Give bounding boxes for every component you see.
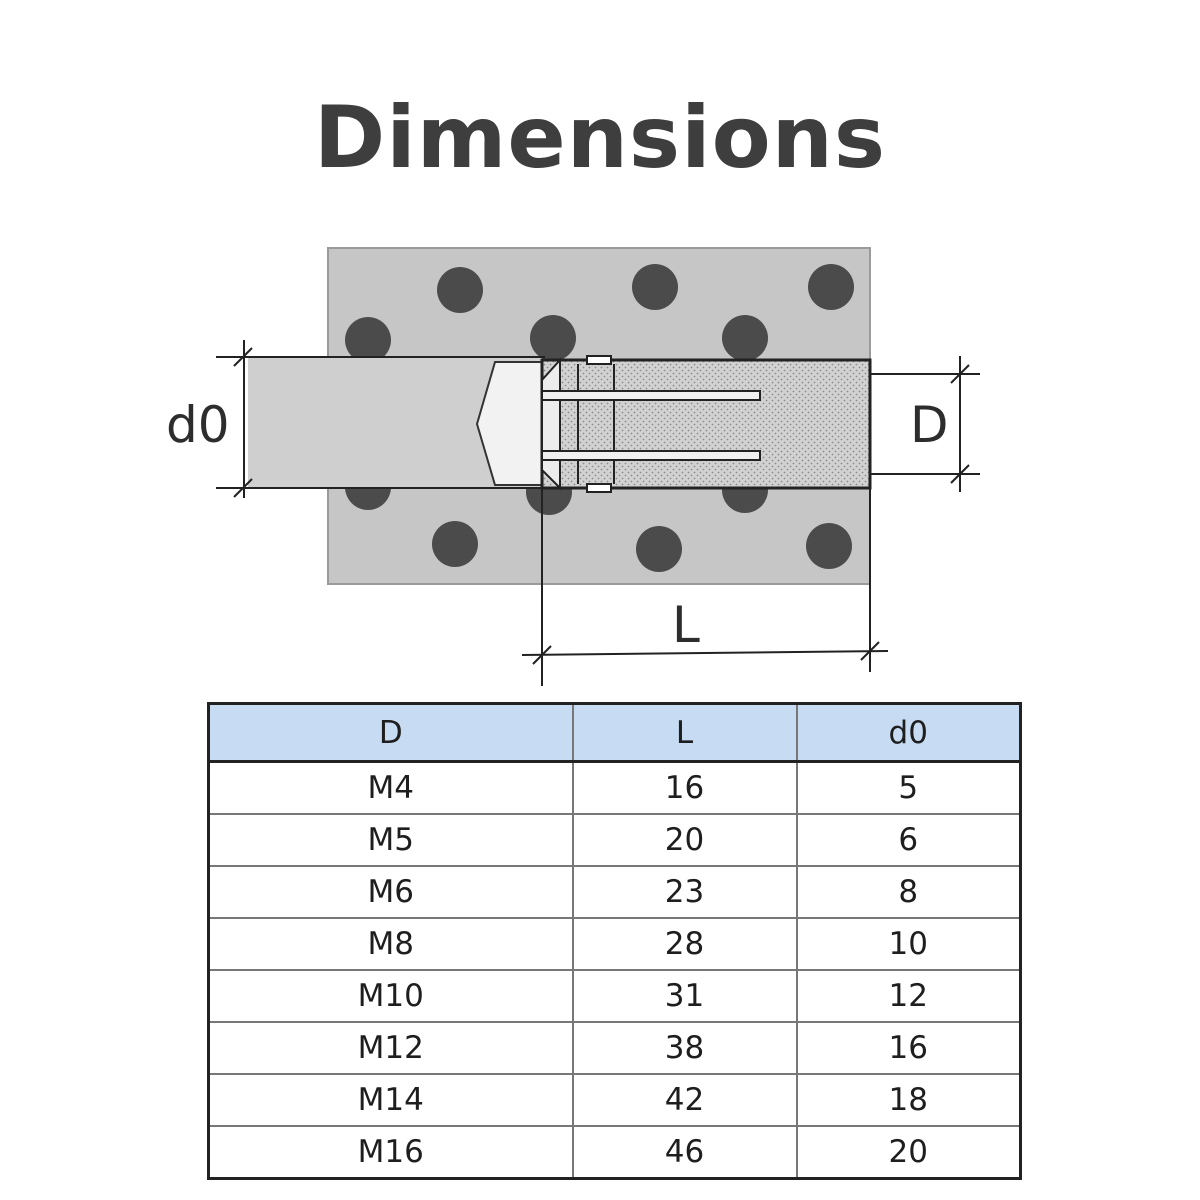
table-row: M12 38 16 bbox=[207, 1021, 1022, 1075]
aggregate-dot bbox=[636, 526, 682, 572]
cell-D: M14 bbox=[207, 1073, 574, 1127]
cell-d0: 6 bbox=[795, 813, 1022, 867]
anchor-diagram: d0 D L bbox=[166, 247, 980, 686]
table-row: M16 46 20 bbox=[207, 1125, 1022, 1180]
label-d0: d0 bbox=[166, 396, 230, 454]
cell-L: 20 bbox=[571, 813, 798, 867]
table-header-row: D L d0 bbox=[207, 702, 1022, 763]
cell-D: M4 bbox=[207, 760, 574, 815]
cell-d0: 8 bbox=[795, 865, 1022, 919]
column-header-L: L bbox=[571, 702, 798, 763]
cell-L: 31 bbox=[571, 969, 798, 1023]
dimensions-table: D L d0 M4 16 5 M5 20 6 M6 23 8 M8 28 10 … bbox=[207, 702, 1022, 1180]
cell-d0: 16 bbox=[795, 1021, 1022, 1075]
aggregate-dot bbox=[722, 315, 768, 361]
table-row: M5 20 6 bbox=[207, 813, 1022, 867]
column-header-d0: d0 bbox=[795, 702, 1022, 763]
cell-d0: 10 bbox=[795, 917, 1022, 971]
label-L: L bbox=[672, 596, 700, 654]
column-header-D: D bbox=[207, 702, 574, 763]
table-row: M6 23 8 bbox=[207, 865, 1022, 919]
drill-hole bbox=[248, 357, 542, 488]
cell-d0: 18 bbox=[795, 1073, 1022, 1127]
dimension-D bbox=[870, 356, 980, 492]
cell-d0: 12 bbox=[795, 969, 1022, 1023]
dimension-d0 bbox=[216, 340, 545, 498]
aggregate-dot bbox=[806, 523, 852, 569]
aggregate-dot bbox=[345, 317, 391, 363]
cell-d0: 5 bbox=[795, 760, 1022, 815]
cell-L: 46 bbox=[571, 1125, 798, 1180]
cell-L: 38 bbox=[571, 1021, 798, 1075]
table-row: M10 31 12 bbox=[207, 969, 1022, 1023]
cell-D: M8 bbox=[207, 917, 574, 971]
cell-L: 28 bbox=[571, 917, 798, 971]
aggregate-dot bbox=[808, 264, 854, 310]
cell-L: 23 bbox=[571, 865, 798, 919]
cell-D: M10 bbox=[207, 969, 574, 1023]
page-title: Dimensions bbox=[313, 88, 887, 188]
table-row: M8 28 10 bbox=[207, 917, 1022, 971]
dimension-L bbox=[521, 488, 889, 686]
cell-D: M16 bbox=[207, 1125, 574, 1180]
cell-D: M12 bbox=[207, 1021, 574, 1075]
cell-L: 42 bbox=[571, 1073, 798, 1127]
cell-D: M6 bbox=[207, 865, 574, 919]
anchor-body bbox=[540, 355, 872, 493]
aggregate-dot bbox=[437, 267, 483, 313]
drill-tip bbox=[475, 361, 546, 486]
table-row: M14 42 18 bbox=[207, 1073, 1022, 1127]
cell-D: M5 bbox=[207, 813, 574, 867]
aggregate-dot bbox=[432, 521, 478, 567]
table-row: M4 16 5 bbox=[207, 760, 1022, 815]
aggregate-dot bbox=[530, 315, 576, 361]
cell-L: 16 bbox=[571, 760, 798, 815]
aggregate-dot bbox=[632, 264, 678, 310]
label-D: D bbox=[910, 396, 949, 454]
cell-d0: 20 bbox=[795, 1125, 1022, 1180]
